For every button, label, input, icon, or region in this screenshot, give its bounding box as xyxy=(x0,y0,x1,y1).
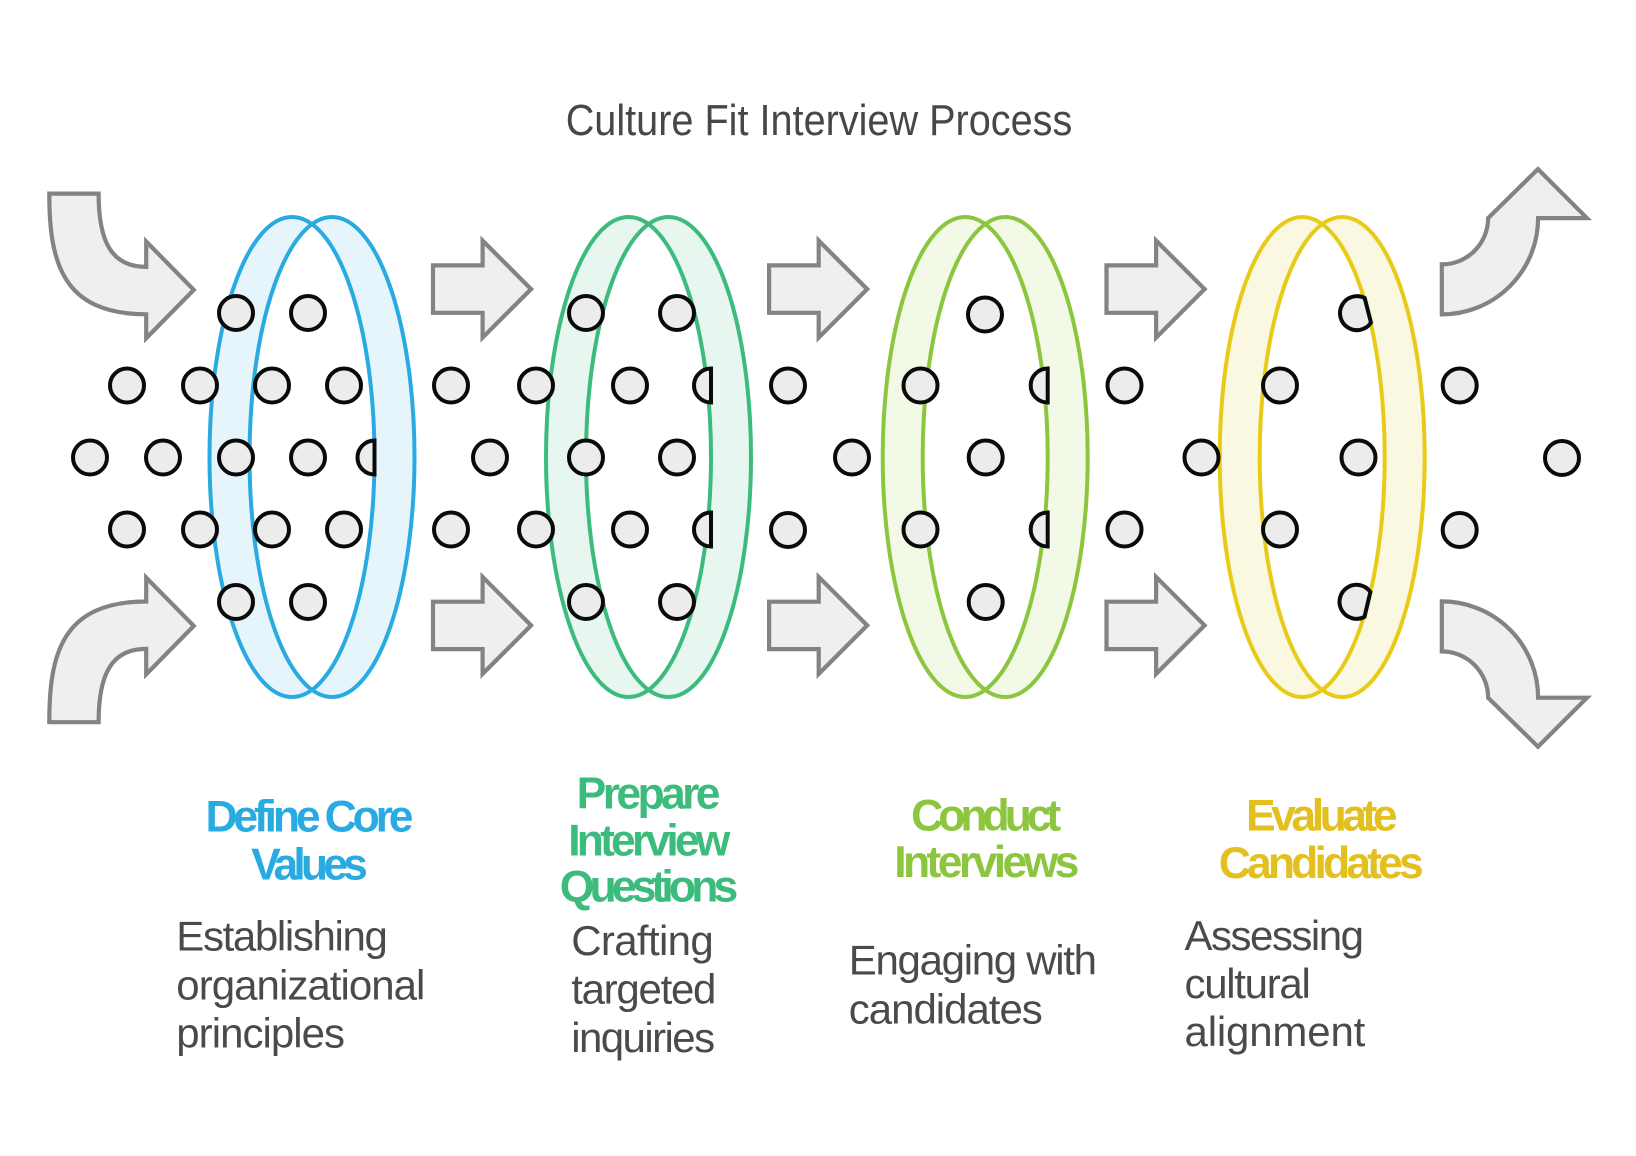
svg-text:Prepare: Prepare xyxy=(577,769,721,818)
svg-text:Crafting: Crafting xyxy=(571,917,714,964)
svg-text:Assessing: Assessing xyxy=(1185,912,1365,959)
svg-text:Interviews: Interviews xyxy=(894,838,1079,887)
svg-text:Values: Values xyxy=(251,840,368,889)
svg-text:Establishing: Establishing xyxy=(176,913,387,960)
svg-text:targeted: targeted xyxy=(571,966,716,1013)
svg-text:Conduct: Conduct xyxy=(911,791,1061,840)
svg-text:organizational: organizational xyxy=(176,961,425,1008)
svg-text:Evaluate: Evaluate xyxy=(1246,792,1398,841)
svg-text:inquiries: inquiries xyxy=(571,1014,715,1061)
svg-text:Interview: Interview xyxy=(568,817,731,866)
svg-text:Culture Fit Interview Process: Culture Fit Interview Process xyxy=(566,96,1073,145)
svg-text:cultural: cultural xyxy=(1185,960,1311,1007)
svg-text:alignment: alignment xyxy=(1185,1008,1366,1055)
svg-text:Questions: Questions xyxy=(560,863,739,912)
svg-text:candidates: candidates xyxy=(849,985,1043,1032)
svg-text:Define Core: Define Core xyxy=(205,793,413,842)
svg-text:Engaging with: Engaging with xyxy=(849,937,1097,984)
svg-text:Candidates: Candidates xyxy=(1219,839,1424,888)
svg-text:principles: principles xyxy=(176,1009,345,1056)
